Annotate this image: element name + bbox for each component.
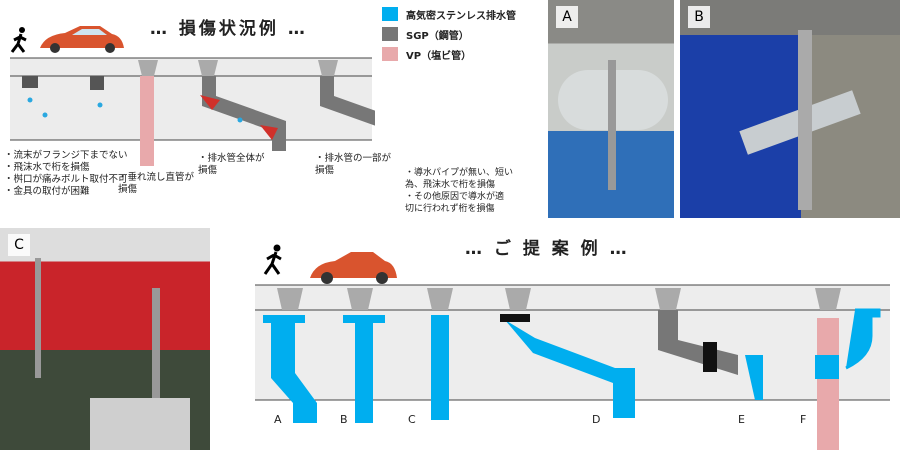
proposal-label-b: B xyxy=(340,413,348,426)
damage-note-1: ・流末がフランジ下までない ・飛沫水で桁を損傷 ・桝口が痛みボルト取付不可 ・金… xyxy=(4,150,128,197)
legend-sgp: SGP（鋼管） xyxy=(382,24,516,44)
proposal-label-d: D xyxy=(592,413,601,426)
damage-diagram xyxy=(10,26,375,166)
photo-a: A xyxy=(548,0,674,218)
damage-title: … 損傷状況例 … xyxy=(150,19,308,39)
photo-a-label: A xyxy=(556,6,578,28)
proposal-label-e: E xyxy=(738,413,745,426)
photo-b-label: B xyxy=(688,6,710,28)
runner-icon xyxy=(263,244,282,275)
photo-c: C xyxy=(0,228,210,450)
proposal-diagram xyxy=(255,244,890,450)
legend-vp: VP（塩ビ管） xyxy=(382,44,516,64)
proposal-label-c: C xyxy=(408,413,416,426)
legend-stainless: 高気密ステンレス排水管 xyxy=(382,4,516,24)
damage-note-4: ・排水管の一部が 損傷 xyxy=(315,153,392,176)
legend: 高気密ステンレス排水管 SGP（鋼管） VP（塩ビ管） xyxy=(382,4,516,64)
runner-icon xyxy=(10,27,27,53)
photo-c-label: C xyxy=(8,234,30,256)
damage-note-2: ・垂れ流し直管が 損傷 xyxy=(118,172,195,195)
proposal-title: … ご 提 案 例 … xyxy=(465,239,630,259)
car-icon xyxy=(310,252,397,284)
proposal-label-a: A xyxy=(274,413,282,426)
damage-note-3: ・排水管全体が 損傷 xyxy=(198,153,265,176)
damage-note-5: ・導水パイプが無い、短い 為、飛沫水で桁を損傷 ・その他原因で導水が適 切に行わ… xyxy=(405,168,514,214)
proposal-label-f: F xyxy=(800,413,807,426)
photo-b: B xyxy=(680,0,900,218)
car-icon xyxy=(40,26,124,53)
